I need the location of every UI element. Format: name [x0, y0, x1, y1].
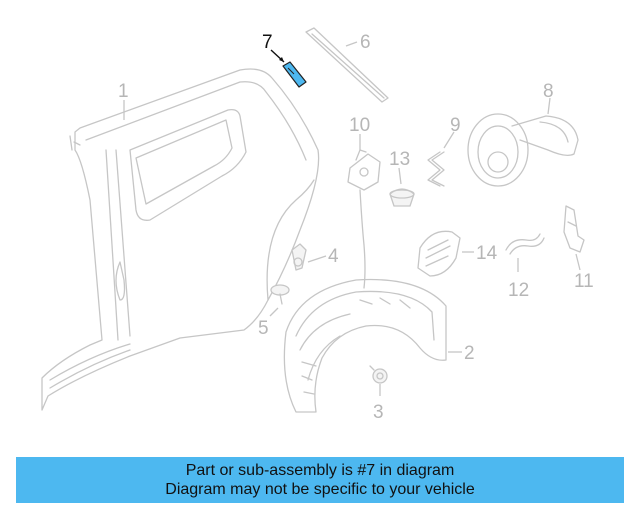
- fuel-door-part-8[interactable]: [467, 113, 579, 187]
- callout-11: 11: [574, 271, 594, 292]
- callout-4: 4: [328, 246, 339, 267]
- vent-part-14[interactable]: [417, 230, 461, 277]
- callout-8: 8: [543, 81, 554, 102]
- callout-14: 14: [476, 243, 498, 264]
- clip-part-9[interactable]: [427, 151, 445, 187]
- callout-2: 2: [464, 343, 475, 364]
- callout-3: 3: [373, 402, 384, 423]
- callout-12: 12: [508, 280, 529, 301]
- wheel-liner-part-2[interactable]: [283, 278, 447, 413]
- callout-7: 7: [262, 32, 273, 53]
- push-pin-part-5[interactable]: [270, 284, 290, 305]
- clip-part-4[interactable]: [291, 243, 307, 271]
- callout-1: 1: [118, 81, 129, 102]
- quarter-panel-part-1[interactable]: [41, 68, 320, 411]
- callout-13: 13: [389, 149, 410, 170]
- bracket-part-11[interactable]: [563, 205, 585, 253]
- banner-line-2: Diagram may not be specific to your vehi…: [165, 481, 475, 498]
- highlighted-part-7[interactable]: [282, 61, 307, 88]
- callout-10: 10: [349, 115, 370, 136]
- actuator-part-10[interactable]: [347, 149, 381, 289]
- grommet-part-13[interactable]: [389, 188, 415, 207]
- callout-6: 6: [360, 32, 371, 53]
- banner-line-1: Part or sub-assembly is #7 in diagram: [185, 462, 455, 479]
- parts-diagram: 1 6 7 10 13 9 8: [41, 27, 594, 423]
- strip-part-6[interactable]: [305, 27, 389, 103]
- hose-part-12[interactable]: [505, 233, 545, 255]
- callout-5: 5: [258, 318, 269, 339]
- screw-part-3[interactable]: [369, 365, 388, 384]
- callout-9: 9: [450, 115, 461, 136]
- info-banner: Part or sub-assembly is #7 in diagram Di…: [16, 457, 624, 503]
